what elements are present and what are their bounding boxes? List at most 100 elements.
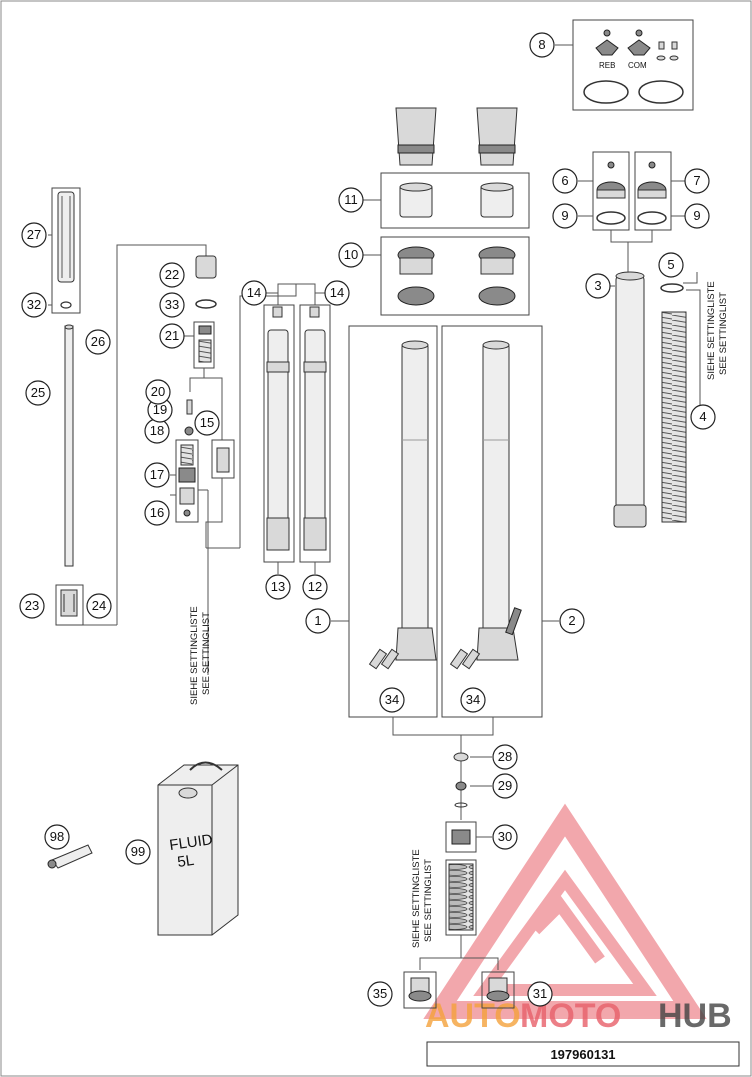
part-11-bushings — [399, 182, 514, 218]
watermark-m-icon — [530, 895, 605, 964]
callout-33: 33 — [159, 292, 185, 318]
note-settinglist-valve: SIEHE SETTINGLISTE SEE SETTINGLIST — [189, 606, 212, 705]
svg-text:21: 21 — [165, 328, 179, 343]
note-settinglist-en: SEE SETTINGLIST — [423, 859, 434, 942]
svg-text:8: 8 — [538, 37, 545, 52]
note-settingliste-de: SIEHE SETTINGLISTE — [189, 606, 200, 705]
box-part-23-24 — [55, 584, 84, 626]
svg-text:30: 30 — [498, 829, 512, 844]
svg-text:19: 19 — [153, 402, 167, 417]
callout-1: 1 — [305, 608, 331, 634]
document-number: 197960131 — [550, 1047, 615, 1062]
svg-text:11: 11 — [344, 192, 358, 207]
part-13-cartridge — [266, 306, 290, 551]
svg-text:23: 23 — [25, 598, 39, 613]
svg-text:32: 32 — [27, 297, 41, 312]
callout-13: 13 — [265, 574, 291, 600]
svg-text:25: 25 — [31, 385, 45, 400]
watermark-text-hub: HUB — [658, 997, 732, 1035]
note-settinglist-shims: SIEHE SETTINGLISTE SEE SETTINGLIST — [411, 849, 434, 948]
watermark — [423, 803, 707, 1019]
callout-32: 32 — [21, 292, 47, 318]
box-part-13 — [263, 304, 295, 563]
callout-10: 10 — [338, 242, 364, 268]
label-com: COM — [628, 61, 647, 70]
svg-text:24: 24 — [92, 598, 106, 613]
callout-21: 21 — [159, 323, 185, 349]
svg-text:16: 16 — [150, 505, 164, 520]
box-part-35 — [403, 971, 437, 1009]
svg-text:3: 3 — [594, 278, 601, 293]
fork-top-caps — [395, 107, 518, 166]
svg-text:13: 13 — [271, 579, 285, 594]
box-part-8 — [572, 19, 694, 111]
part-99-fluid-can: FLUID 5L — [157, 761, 239, 936]
callout-2: 2 — [559, 608, 585, 634]
callout-27: 27 — [21, 222, 47, 248]
callout-12: 12 — [302, 574, 328, 600]
document-number-box — [426, 1041, 740, 1067]
svg-text:31: 31 — [533, 986, 547, 1001]
box-part-15 — [211, 439, 235, 479]
svg-text:33: 33 — [165, 297, 179, 312]
note-settinglist-en: SEE SETTINGLIST — [201, 612, 212, 695]
box-part-2 — [441, 325, 543, 718]
box-part-16-17 — [175, 439, 199, 523]
watermark-text-auto: AUTO — [425, 997, 521, 1035]
box-part-31 — [481, 971, 515, 1009]
svg-text:1: 1 — [314, 613, 321, 628]
svg-text:4: 4 — [699, 409, 706, 424]
svg-text:99: 99 — [131, 844, 145, 859]
callout-31: 31 — [527, 981, 553, 1007]
callout-30: 30 — [492, 824, 518, 850]
callout-35: 35 — [367, 981, 393, 1007]
callout-34-right: 34 — [460, 687, 486, 713]
svg-text:15: 15 — [200, 415, 214, 430]
callout-26: 26 — [85, 329, 111, 355]
svg-text:17: 17 — [150, 467, 164, 482]
callout-25: 25 — [25, 380, 51, 406]
part-32-oring — [60, 301, 72, 309]
svg-text:98: 98 — [50, 829, 64, 844]
svg-text:18: 18 — [150, 423, 164, 438]
callout-14-right: 14 — [324, 280, 350, 306]
callout-11: 11 — [338, 187, 364, 213]
note-settinglist-fork-spring: SIEHE SETTINGLISTE SEE SETTINGLIST — [706, 281, 729, 380]
note-settinglist-en: SEE SETTINGLIST — [718, 292, 729, 375]
callout-5: 5 — [658, 252, 684, 278]
watermark-triangle-icon — [423, 803, 707, 1019]
part-27-tool — [57, 191, 75, 283]
callout-9-left: 9 — [552, 203, 578, 229]
callout-34-left: 34 — [379, 687, 405, 713]
note-settingliste-de: SIEHE SETTINGLISTE — [706, 281, 717, 380]
callout-15: 15 — [194, 410, 220, 436]
callout-16: 16 — [144, 500, 170, 526]
svg-text:20: 20 — [151, 384, 165, 399]
valve-parts-group — [178, 255, 230, 517]
callout-24: 24 — [86, 593, 112, 619]
svg-text:9: 9 — [693, 208, 700, 223]
part-3-outer-tube — [613, 271, 647, 528]
svg-text:34: 34 — [385, 692, 399, 707]
part-2-inner-tube — [449, 340, 522, 670]
svg-text:12: 12 — [308, 579, 322, 594]
note-settingliste-de: SIEHE SETTINGLISTE — [411, 849, 422, 948]
part-8-adjusters: REB COM — [583, 29, 684, 104]
callout-4: 4 — [690, 404, 716, 430]
part-4-spring — [661, 311, 687, 523]
callout-17: 17 — [144, 462, 170, 488]
callout-98: 98 — [44, 824, 70, 850]
callout-9-right: 9 — [684, 203, 710, 229]
callout-3: 3 — [585, 273, 611, 299]
part-5-ring — [660, 283, 684, 293]
part-10-seals — [397, 246, 516, 306]
part-98-grease-tube — [47, 844, 93, 869]
callout-14-left: 14 — [241, 280, 267, 306]
svg-text:26: 26 — [91, 334, 105, 349]
callout-28: 28 — [492, 744, 518, 770]
svg-text:2: 2 — [568, 613, 575, 628]
svg-text:9: 9 — [561, 208, 568, 223]
svg-text:5: 5 — [667, 257, 674, 272]
